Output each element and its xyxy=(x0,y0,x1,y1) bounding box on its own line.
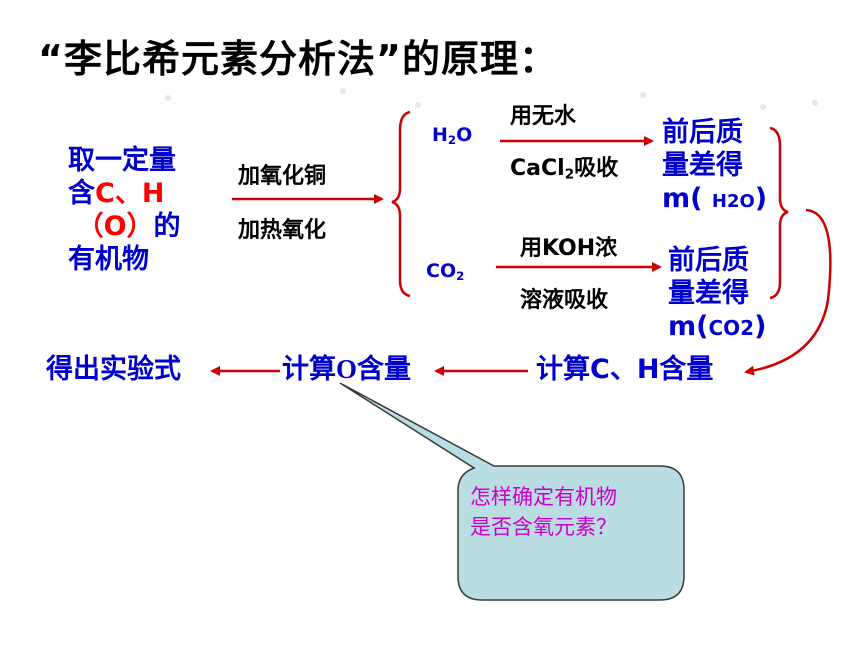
h2o-absorber-below: CaCl2吸收 xyxy=(510,150,618,182)
co2-absorber-below: 溶液吸收 xyxy=(520,288,609,313)
right-brace xyxy=(769,126,789,300)
co2-result-line-1: 前后质 xyxy=(668,245,749,276)
reaction-label-above: 加氧化铜 xyxy=(238,164,327,189)
source-contains: 含 xyxy=(68,178,95,209)
h2o-cacl: CaCl xyxy=(510,156,565,181)
h2o-cacl-sub: 2 xyxy=(564,166,575,183)
co2-sub: 2 xyxy=(456,268,465,283)
co2-co: CO xyxy=(426,260,457,282)
callout-line-1: 怎样确定有机物 xyxy=(470,485,617,509)
co2-result-line-2: 量差得 xyxy=(668,278,749,309)
h2o-m-close: ) xyxy=(754,183,768,214)
h2o-result-line-2: 量差得 xyxy=(662,150,743,181)
callout-line-2: 是否含氧元素？ xyxy=(470,515,617,539)
empirical-formula-result: 得出实验式 xyxy=(46,354,181,385)
source-elements-ch: C、H xyxy=(95,178,165,209)
h2o-h: H xyxy=(432,124,448,146)
decor-dot xyxy=(812,100,818,106)
h2o-absorber-above: 用无水 xyxy=(510,104,577,129)
calc-ch-content: 计算C、H含量 xyxy=(536,354,714,385)
h2o-o: O xyxy=(456,124,473,146)
co2-m-close: ) xyxy=(754,311,767,342)
h2o-absorb: 吸收 xyxy=(574,156,619,181)
co2-absorber-above: 用KOH浓 xyxy=(520,236,618,261)
h2o-m-formula: H2O xyxy=(711,191,755,212)
decor-dot xyxy=(760,104,766,110)
source-line-3: （O）的 xyxy=(68,210,181,243)
h2o-result-line-3: m( H2O) xyxy=(662,182,767,218)
h2o-sub: 2 xyxy=(447,132,457,147)
source-de: 的 xyxy=(153,211,181,242)
decor-dot xyxy=(340,88,346,94)
calc-o-letter: O xyxy=(336,354,358,384)
source-line-1: 取一定量 xyxy=(68,145,176,176)
callout-question: 怎样确定有机物 是否含氧元素？ xyxy=(470,482,617,542)
decor-dot xyxy=(165,95,171,101)
reaction-label-below: 加热氧化 xyxy=(238,218,327,243)
left-brace xyxy=(391,110,411,298)
callout-bubble xyxy=(339,382,685,601)
h2o-m: m( xyxy=(662,183,703,214)
h2o-result: 前后质 量差得 m( H2O) xyxy=(662,116,767,218)
page-title: “李比希元素分析法”的原理： xyxy=(38,37,558,81)
co2-m-formula: CO2 xyxy=(708,316,755,340)
source-line-2: 含C、H xyxy=(68,177,181,210)
source-compound: 取一定量 含C、H （O）的 有机物 xyxy=(68,144,181,276)
co2-result: 前后质 量差得 m(CO2) xyxy=(668,244,766,345)
source-element-o: （O） xyxy=(76,211,154,242)
co2-result-line-3: m(CO2) xyxy=(668,310,766,345)
h2o-formula: H2O xyxy=(432,124,472,147)
decor-dot xyxy=(640,92,646,98)
co2-m: m( xyxy=(668,311,709,342)
source-line-4: 有机物 xyxy=(68,244,149,275)
calc-o-content: 计算O含量 xyxy=(282,353,411,386)
calc-o-suffix: 含量 xyxy=(357,354,412,385)
decor-dot xyxy=(415,102,421,108)
curved-return-arrow xyxy=(744,208,832,376)
h2o-result-line-1: 前后质 xyxy=(662,117,743,148)
calc-o-prefix: 计算 xyxy=(282,354,336,385)
co2-formula: CO2 xyxy=(426,260,464,283)
